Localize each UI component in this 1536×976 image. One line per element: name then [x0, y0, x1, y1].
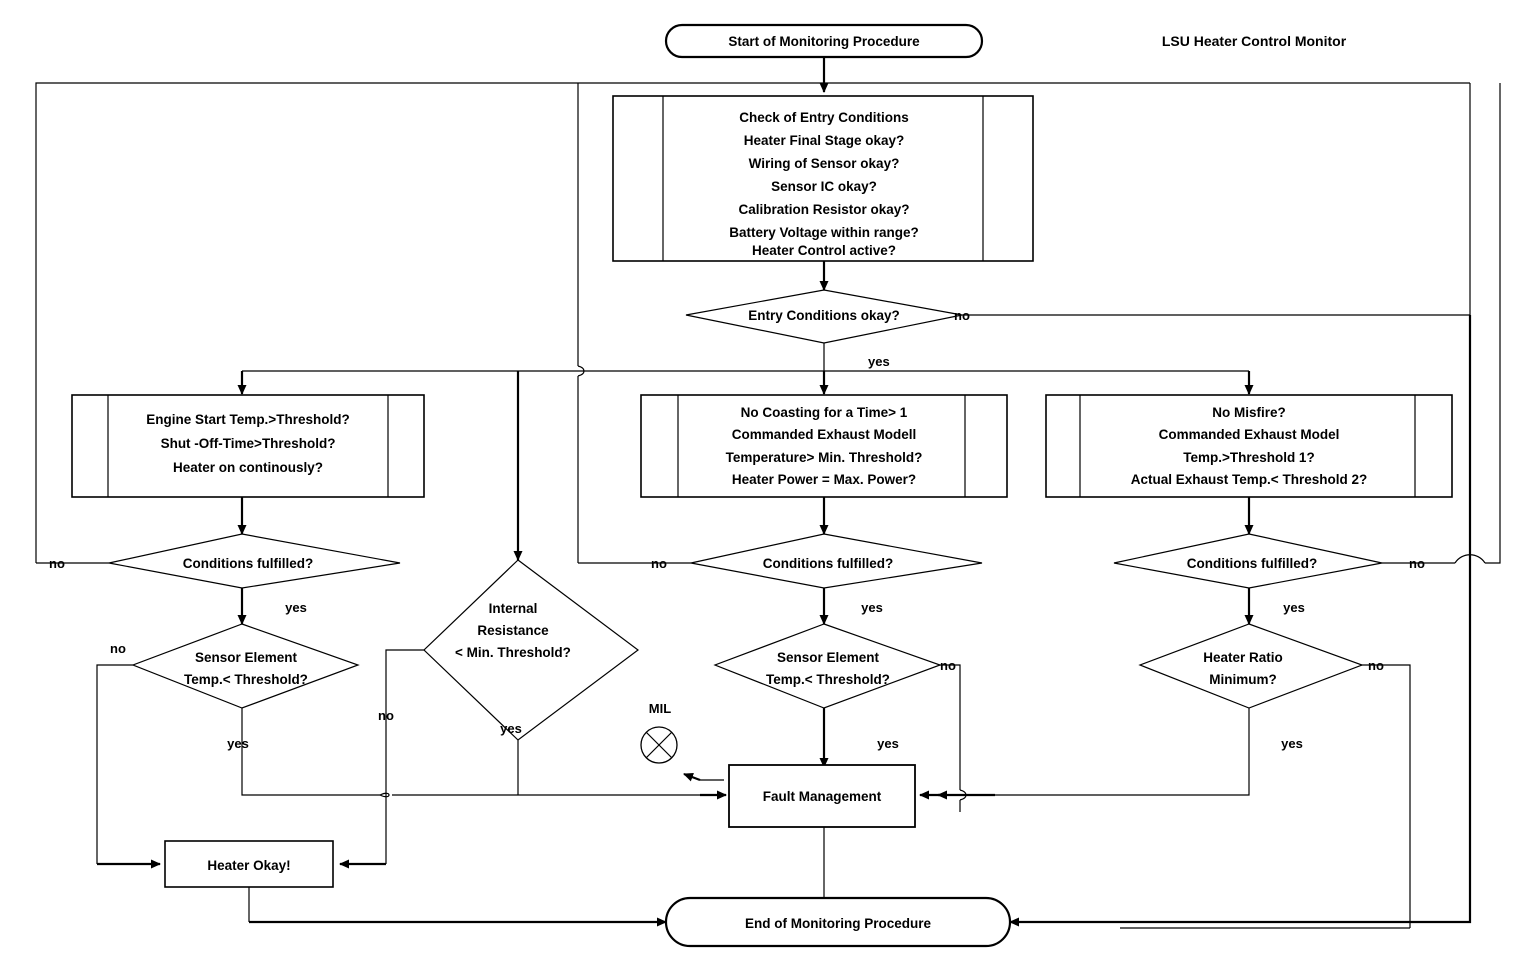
sensor-mid-line-1: Sensor Element [777, 650, 880, 665]
internal-res-line-3: < Min. Threshold? [455, 645, 571, 660]
entry-line-5: Calibration Resistor okay? [738, 202, 909, 217]
branch-right-line-4: Actual Exhaust Temp.< Threshold 2? [1131, 472, 1367, 487]
heater-okay-label: Heater Okay! [207, 858, 290, 873]
label-no-cond-mid: no [651, 556, 667, 571]
diagram-title: LSU Heater Control Monitor [1162, 33, 1347, 49]
node-sensor-element-left: Sensor Element Temp.< Threshold? [131, 623, 360, 709]
label-yes-internal-res: yes [500, 721, 522, 736]
cond-left-label: Conditions fulfilled? [183, 556, 313, 571]
node-heater-ratio: Heater Ratio Minimum? [1138, 623, 1364, 709]
internal-res-line-2: Resistance [477, 623, 549, 638]
node-conditions-fulfilled-left: Conditions fulfilled? [108, 533, 401, 589]
node-heater-okay: Heater Okay! [164, 840, 334, 888]
label-yes-heater-ratio: yes [1281, 736, 1303, 751]
label-yes-cond-left: yes [285, 600, 307, 615]
sensor-left-line-1: Sensor Element [195, 650, 298, 665]
entry-line-1: Check of Entry Conditions [739, 110, 909, 125]
branch-mid-line-3: Temperature> Min. Threshold? [726, 450, 923, 465]
entry-line-3: Wiring of Sensor okay? [749, 156, 900, 171]
sensor-mid-line-2: Temp.< Threshold? [766, 672, 890, 687]
fault-management-label: Fault Management [763, 789, 882, 804]
mil-indicator [640, 726, 678, 764]
label-no-sensor-left: no [110, 641, 126, 656]
branch-right-line-1: No Misfire? [1212, 405, 1286, 420]
entry-line-2: Heater Final Stage okay? [744, 133, 905, 148]
node-branch-right: No Misfire? Commanded Exhaust Model Temp… [1045, 394, 1453, 498]
branch-right-line-3: Temp.>Threshold 1? [1183, 450, 1314, 465]
label-no-cond-right: no [1409, 556, 1425, 571]
branch-mid-line-2: Commanded Exhaust Modell [732, 427, 917, 442]
label-no-cond-left: no [49, 556, 65, 571]
branch-mid-line-1: No Coasting for a Time> 1 [741, 405, 908, 420]
entry-line-7: Heater Control active? [752, 243, 896, 258]
connector-lines [35, 56, 1501, 929]
cond-right-label: Conditions fulfilled? [1187, 556, 1317, 571]
mil-label: MIL [649, 701, 671, 716]
label-no-entry: no [954, 308, 970, 323]
node-end: End of Monitoring Procedure [664, 896, 1012, 948]
heater-ratio-line-2: Minimum? [1209, 672, 1277, 687]
entry-line-4: Sensor IC okay? [771, 179, 877, 194]
node-branch-left: Engine Start Temp.>Threshold? Shut -Off-… [71, 394, 425, 498]
heater-ratio-line-1: Heater Ratio [1203, 650, 1283, 665]
node-branch-mid: No Coasting for a Time> 1 Commanded Exha… [640, 394, 1008, 498]
label-yes-cond-right: yes [1283, 600, 1305, 615]
label-yes-sensor-left: yes [227, 736, 249, 751]
label-no-heater-ratio: no [1368, 658, 1384, 673]
label-yes-entry: yes [868, 354, 890, 369]
entry-decision-label: Entry Conditions okay? [748, 308, 900, 323]
node-conditions-fulfilled-mid: Conditions fulfilled? [690, 533, 983, 589]
branch-left-line-3: Heater on continously? [173, 460, 323, 475]
branch-left-line-2: Shut -Off-Time>Threshold? [161, 436, 336, 451]
node-entry-conditions-okay: Entry Conditions okay? [685, 289, 963, 344]
node-fault-management: Fault Management [728, 764, 916, 828]
start-label: Start of Monitoring Procedure [728, 34, 920, 49]
label-no-internal-res: no [378, 708, 394, 723]
entry-line-6: Battery Voltage within range? [729, 225, 919, 240]
node-start: Start of Monitoring Procedure [664, 23, 984, 59]
internal-res-line-1: Internal [489, 601, 538, 616]
sensor-left-line-2: Temp.< Threshold? [184, 672, 308, 687]
label-yes-cond-mid: yes [861, 600, 883, 615]
branch-mid-line-4: Heater Power = Max. Power? [732, 472, 916, 487]
branch-left-line-1: Engine Start Temp.>Threshold? [146, 412, 349, 427]
node-sensor-element-mid: Sensor Element Temp.< Threshold? [713, 623, 942, 709]
cond-mid-label: Conditions fulfilled? [763, 556, 893, 571]
label-no-sensor-mid: no [940, 658, 956, 673]
node-internal-resistance: Internal Resistance < Min. Threshold? [423, 559, 639, 741]
node-conditions-fulfilled-right: Conditions fulfilled? [1113, 533, 1383, 589]
end-label: End of Monitoring Procedure [745, 916, 931, 931]
label-yes-sensor-mid: yes [877, 736, 899, 751]
node-check-entry-conditions: Check of Entry Conditions Heater Final S… [612, 95, 1034, 262]
branch-right-line-2: Commanded Exhaust Model [1159, 427, 1340, 442]
